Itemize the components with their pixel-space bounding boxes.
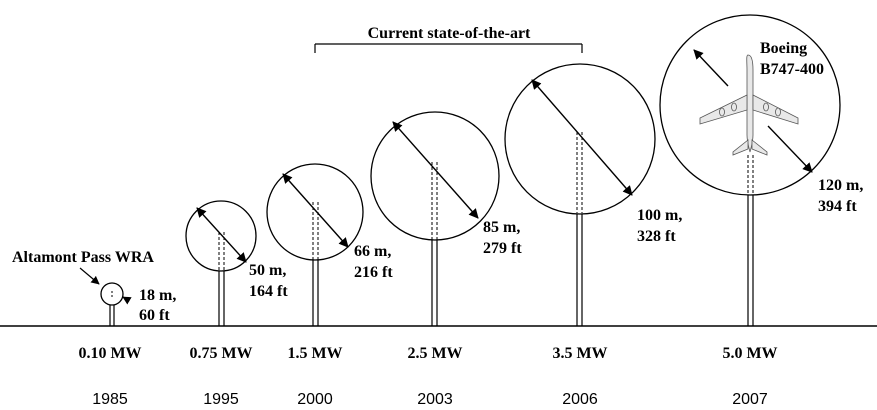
year-label-2006: 2006 bbox=[562, 391, 598, 408]
power-label-2006: 3.5 MW bbox=[552, 345, 607, 362]
altamont-annotation: Altamont Pass WRA bbox=[12, 249, 154, 305]
year-label-1985: 1985 bbox=[92, 391, 128, 408]
size-label-2003-line1: 85 m, bbox=[483, 219, 520, 236]
year-label-1995: 1995 bbox=[203, 391, 239, 408]
boeing-747-icon bbox=[699, 54, 799, 156]
size-label-1985-line2: 60 ft bbox=[139, 307, 170, 324]
turbine-1995 bbox=[185, 200, 257, 326]
rotor-circle bbox=[266, 163, 364, 261]
year-label-2000: 2000 bbox=[297, 391, 333, 408]
diameter-arrow bbox=[282, 173, 349, 248]
power-label-2000: 1.5 MW bbox=[287, 345, 342, 362]
year-label-2007: 2007 bbox=[732, 391, 768, 408]
turbine-2000 bbox=[266, 163, 364, 326]
rotor-circle bbox=[100, 282, 124, 306]
rotor-circle bbox=[504, 63, 656, 215]
diameter-arrow bbox=[392, 121, 479, 219]
boeing-label-line2: B747-400 bbox=[760, 61, 824, 78]
turbine-2003 bbox=[370, 111, 500, 326]
diameter-arrow bbox=[196, 207, 247, 263]
size-label-2007-line1: 120 m, bbox=[818, 177, 863, 194]
power-label-1985: 0.10 MW bbox=[78, 345, 141, 362]
diameter-arrow-upper bbox=[693, 49, 729, 87]
current-state-bracket: Current state-of-the-art bbox=[314, 25, 583, 53]
turbine-2007 bbox=[659, 14, 841, 326]
size-label-1995-line2: 164 ft bbox=[249, 283, 288, 300]
altamont-arrow-top bbox=[79, 267, 100, 285]
size-label-2000-line2: 216 ft bbox=[354, 264, 393, 281]
altamont-label: Altamont Pass WRA bbox=[12, 249, 154, 266]
size-label-2006-line2: 328 ft bbox=[637, 228, 676, 245]
size-label-2006-line1: 100 m, bbox=[637, 207, 682, 224]
size-label-1995-line1: 50 m, bbox=[249, 262, 286, 279]
power-label-2003: 2.5 MW bbox=[407, 345, 462, 362]
current-state-label: Current state-of-the-art bbox=[368, 25, 531, 42]
rotor-circle bbox=[370, 111, 500, 241]
size-label-2007-line2: 394 ft bbox=[818, 198, 857, 215]
diameter-arrow-lower bbox=[767, 125, 813, 173]
turbine-1985 bbox=[100, 282, 124, 326]
year-label-2003: 2003 bbox=[417, 391, 453, 408]
power-label-2007: 5.0 MW bbox=[722, 345, 777, 362]
altamont-arrow-bottom bbox=[122, 296, 132, 305]
diameter-arrow bbox=[531, 79, 633, 196]
turbine-2006 bbox=[504, 63, 656, 326]
power-label-1995: 0.75 MW bbox=[189, 345, 252, 362]
boeing-label-line1: Boeing bbox=[760, 40, 807, 57]
size-label-2003-line2: 279 ft bbox=[483, 240, 522, 257]
size-label-1985-line1: 18 m, bbox=[139, 287, 176, 304]
size-label-2000-line1: 66 m, bbox=[354, 243, 391, 260]
